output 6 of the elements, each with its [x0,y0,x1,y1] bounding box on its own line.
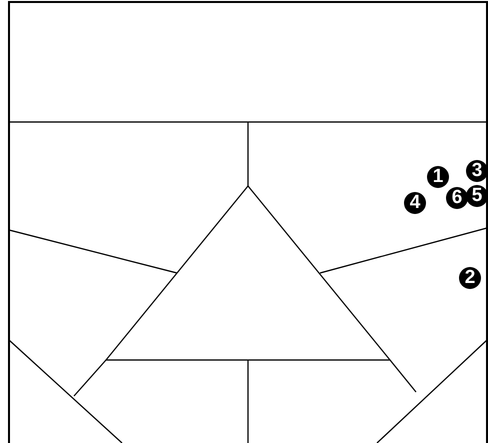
callout-number: 5 [466,185,488,207]
callout-number: 2 [459,267,481,289]
callout-number: 3 [466,160,488,182]
callout-number: 6 [446,187,468,209]
callout-number: 1 [427,166,449,188]
callout-number: 4 [404,192,426,214]
